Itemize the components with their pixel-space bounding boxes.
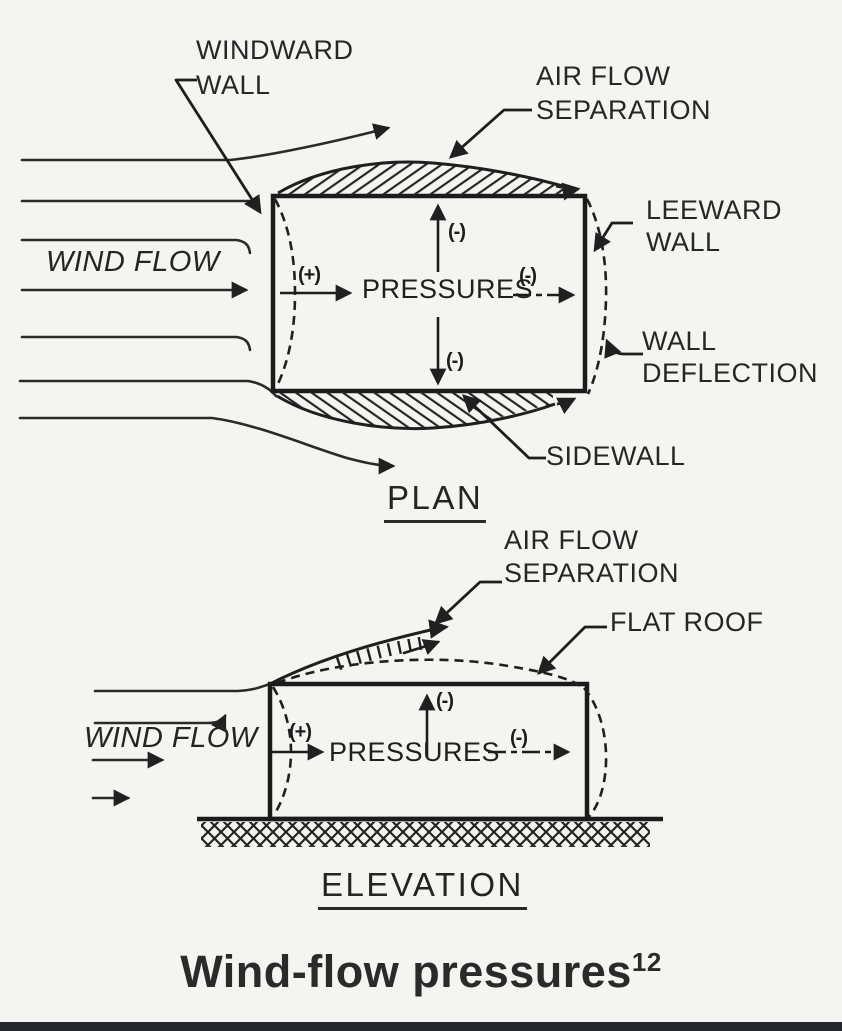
- plan-bottom-separation-zone: [276, 392, 577, 431]
- elevation-wind-stream-lines: [91, 682, 272, 807]
- elevation-view-title: ELEVATION: [318, 866, 527, 910]
- elevation-negative-pressure-roof-sign: (-): [436, 690, 454, 712]
- plan-leeward-wall-label: LEEWARD WALL: [646, 194, 782, 258]
- plan-wall-deflection-line1: WALL: [642, 326, 717, 356]
- bottom-border-bar: [0, 1022, 842, 1031]
- plan-pressures-label: PRESSURES: [362, 274, 534, 304]
- elevation-wind-flow-label: WIND FLOW: [84, 722, 258, 754]
- plan-wall-deflection-line2: DEFLECTION: [642, 358, 819, 388]
- plan-air-flow-separation-label: AIR FLOW SEPARATION: [536, 59, 711, 127]
- figure-caption-text: Wind-flow pressures: [180, 946, 632, 997]
- elevation-air-flow-line2: SEPARATION: [504, 558, 680, 588]
- plan-wind-stream-lines: [18, 123, 396, 475]
- elevation-air-flow-line1: AIR FLOW: [504, 525, 639, 555]
- plan-air-flow-line1: AIR FLOW: [536, 61, 671, 91]
- plan-negative-pressure-bottom-sign: (-): [446, 350, 464, 372]
- plan-leader-lines: [174, 78, 643, 460]
- elevation-pressure-arrows: [271, 693, 571, 761]
- plan-negative-pressure-right-sign: (-): [519, 265, 537, 287]
- elevation-flat-roof-label: FLAT ROOF: [610, 607, 764, 637]
- elevation-air-flow-separation-label: AIR FLOW SEPARATION: [504, 524, 679, 590]
- elevation-positive-pressure-sign: (+): [289, 721, 312, 743]
- plan-view-title: PLAN: [384, 479, 487, 523]
- plan-windward-wall-line2: WALL: [196, 70, 271, 100]
- plan-windward-wall-line1: WINDWARD: [196, 35, 354, 65]
- plan-air-flow-line2: SEPARATION: [536, 95, 712, 125]
- elevation-negative-pressure-right-sign: (-): [510, 727, 528, 749]
- plan-sidewall-label: SIDEWALL: [546, 441, 686, 471]
- elevation-leader-lines: [434, 580, 607, 675]
- plan-leeward-wall-line1: LEEWARD: [646, 195, 783, 225]
- plan-negative-pressure-top-sign: (-): [448, 221, 466, 243]
- plan-leeward-wall-line2: WALL: [646, 227, 721, 257]
- plan-positive-pressure-sign: (+): [298, 264, 321, 286]
- plan-pressure-arrows: [280, 203, 576, 386]
- figure-caption: Wind-flow pressures12: [0, 946, 842, 998]
- plan-wall-deflection-label: WALL DEFLECTION: [642, 325, 818, 389]
- plan-wind-flow-label: WIND FLOW: [46, 246, 220, 278]
- plan-top-separation-zone: [277, 160, 581, 201]
- plan-windward-wall-label: WINDWARD WALL: [196, 33, 353, 103]
- figure-caption-footnote-number: 12: [631, 947, 662, 977]
- plan-building-outline: [270, 193, 588, 394]
- elevation-pressures-label: PRESSURES: [329, 737, 501, 767]
- elevation-ground: [197, 816, 663, 847]
- elevation-separation-curve: [268, 619, 449, 686]
